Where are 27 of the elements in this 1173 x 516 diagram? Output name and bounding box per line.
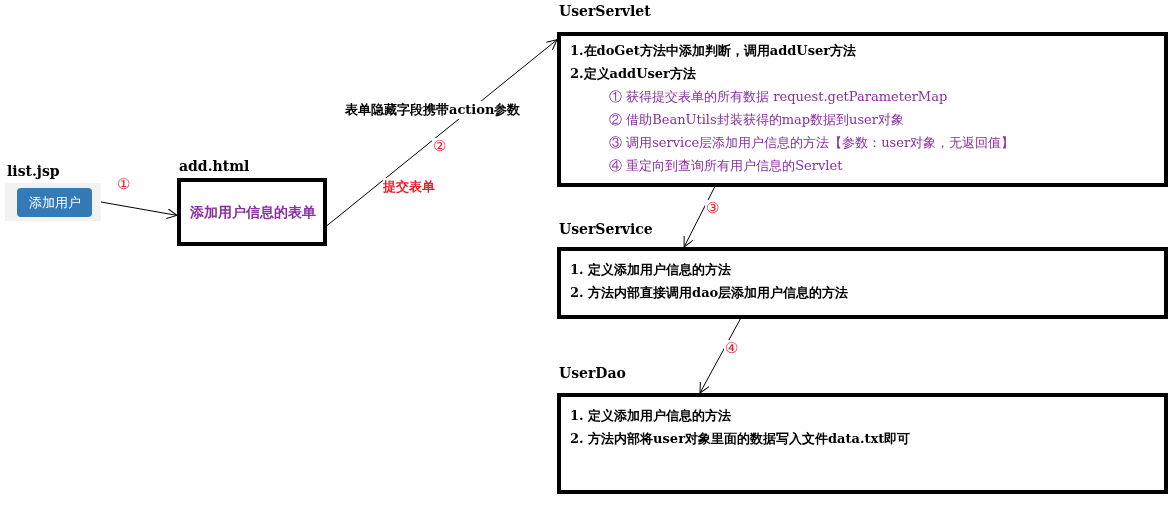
text-line: 2.定义addUser方法 bbox=[570, 65, 696, 83]
edge-label: ② bbox=[432, 138, 447, 154]
arrow bbox=[326, 39, 558, 227]
text-line: 1. 定义添加用户信息的方法 bbox=[570, 261, 732, 279]
arrow bbox=[699, 318, 741, 394]
box-title: UserServlet bbox=[559, 3, 651, 19]
box-title: UserService bbox=[559, 221, 653, 237]
text-line: 2. 方法内部直接调用dao层添加用户信息的方法 bbox=[570, 284, 849, 302]
edge-label: ④ bbox=[724, 340, 739, 356]
text-line: ① 获得提交表单的所有数据 request.getParameterMap bbox=[609, 88, 948, 106]
text-line: ② 借助BeanUtils封装获得的map数据到user对象 bbox=[609, 111, 905, 129]
text-line: 1.在doGet方法中添加判断，调用addUser方法 bbox=[570, 42, 857, 60]
box-title: list.jsp bbox=[7, 163, 60, 179]
edge-label: ① bbox=[116, 176, 131, 192]
note-text: 提交表单 bbox=[383, 178, 435, 196]
note-text: 表单隐藏字段携带action参数 bbox=[345, 101, 521, 119]
text-line: ③ 调用service层添加用户信息的方法【参数：user对象，无返回值】 bbox=[609, 134, 1015, 152]
edge-label: ③ bbox=[705, 200, 720, 216]
box-title: add.html bbox=[179, 158, 250, 174]
text-line: 1. 定义添加用户信息的方法 bbox=[570, 407, 732, 425]
text-line: ④ 重定向到查询所有用户信息的Servlet bbox=[609, 157, 843, 175]
arrow bbox=[683, 186, 716, 248]
text-line: 2. 方法内部将user对象里面的数据写入文件data.txt即可 bbox=[570, 430, 911, 448]
button: 添加用户 bbox=[17, 188, 92, 217]
box-title: UserDao bbox=[559, 365, 626, 381]
arrow bbox=[100, 201, 178, 220]
text-line: 添加用户信息的表单 bbox=[190, 204, 316, 222]
